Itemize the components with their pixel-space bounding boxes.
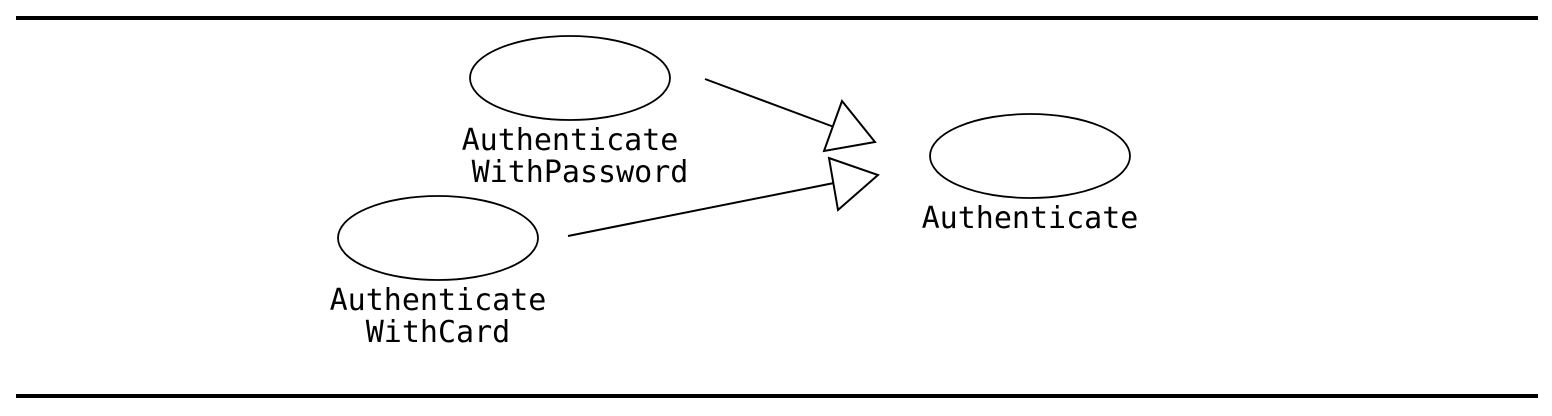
generalization-line <box>704 78 835 128</box>
generalization-line <box>567 182 835 237</box>
hollow-triangle-arrowhead <box>822 98 877 153</box>
use-case-authenticate: Authenticate <box>922 113 1139 236</box>
use-case-authenticate-with-password: Authenticate WithPassword <box>462 35 689 190</box>
use-case-ellipse <box>469 35 671 121</box>
generalization-arrow-password <box>704 78 877 153</box>
use-case-label-line-2: WithPassword <box>472 155 689 190</box>
use-case-label-line-2: WithCard <box>366 315 511 350</box>
use-case-label-line-1: Authenticate <box>462 123 679 158</box>
use-case-label-line-1: Authenticate <box>330 283 547 318</box>
use-case-ellipse <box>929 113 1131 199</box>
use-case-authenticate-with-card: Authenticate WithCard <box>330 195 547 350</box>
use-case-ellipse <box>337 195 539 281</box>
generalization-arrow-card <box>567 156 880 237</box>
hollow-triangle-arrowhead <box>827 156 880 212</box>
use-case-label-line-1: Authenticate <box>922 201 1139 236</box>
